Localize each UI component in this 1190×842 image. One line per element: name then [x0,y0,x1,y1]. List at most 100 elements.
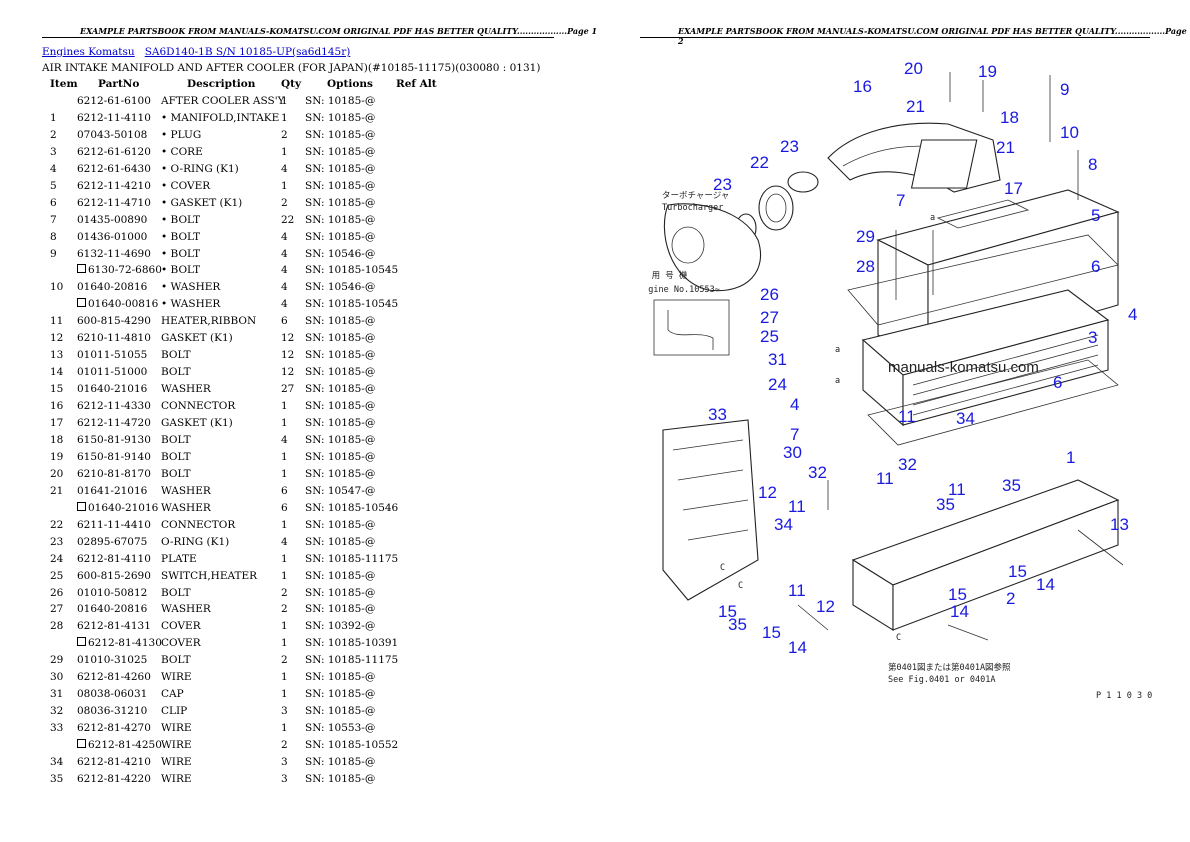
options-cell: SN: 10185-@ [305,332,375,344]
options-cell-text: SN: 10547-@ [305,484,376,497]
partno-cell-text: 01010-50812 [77,586,148,599]
item-cell: 3 [50,146,57,158]
partno-cell-text: 6150-81-9130 [77,433,151,446]
qty-cell: 1 [281,112,288,124]
item-cell-text: 29 [50,654,64,667]
partno-cell-text: 6130-72-6860 [88,264,162,277]
options-cell-text: SN: 10185-@ [305,450,376,463]
diagram-watermark: manuals-komatsu.com [888,359,1039,376]
options-cell: SN: 10185-@ [305,315,375,327]
qty-cell: 2 [281,739,288,751]
breadcrumb-link-engines[interactable]: Engines Komatsu [42,46,135,58]
item-cell: 1 [50,112,57,124]
description-cell-text: SWITCH,HEATER [161,569,258,582]
qty-cell: 12 [281,366,294,378]
partno-cell: 01011-51055 [77,349,147,361]
description-cell: BOLT [161,587,191,599]
options-cell: SN: 10185-10391 [305,637,398,649]
options-cell-text: SN: 10546-@ [305,281,376,294]
partno-cell-text: 6212-81-4250 [88,739,162,752]
options-cell-text: SN: 10185-@ [305,179,376,192]
qty-cell-text: 4 [281,230,288,243]
item-cell: 29 [50,654,63,666]
qty-cell: 4 [281,298,288,310]
options-cell: SN: 10185-@ [305,688,375,700]
options-cell-text: SN: 10185-10546 [305,501,399,514]
options-cell: SN: 10185-@ [305,434,375,446]
qty-cell-text: 2 [281,196,288,209]
qty-cell-text: 3 [281,772,288,785]
item-cell: 2 [50,129,57,141]
partno-cell-text: 6212-81-4270 [77,722,151,735]
partno-cell: 01010-50812 [77,587,147,599]
item-cell: 8 [50,231,57,243]
col-header-options: Options [327,78,373,90]
item-cell-text: 32 [50,705,64,718]
options-cell-text: SN: 10185-@ [305,603,376,616]
partno-cell: 01640-20816 [77,603,147,615]
qty-cell-text: 1 [281,637,288,650]
description-cell: • BOLT [161,248,200,260]
description-cell: WASHER [161,502,211,514]
partno-cell-text: 01640-20816 [77,281,148,294]
partno-cell: 08036-31210 [77,705,147,717]
qty-cell: 1 [281,95,288,107]
options-cell: SN: 10185-@ [305,214,375,226]
partno-cell: 01640-20816 [77,281,147,293]
options-cell: SN: 10185-@ [305,417,375,429]
options-cell: SN: 10185-@ [305,197,375,209]
description-cell-text: BOLT [161,586,191,599]
options-cell-text: SN: 10185-@ [305,196,376,209]
callout-label: 4 [1128,305,1137,324]
options-cell-text: SN: 10185-@ [305,535,376,548]
callout-label: 31 [768,350,787,369]
description-cell-text: COVER [161,620,201,633]
qty-cell: 1 [281,722,288,734]
partno-cell-text: 01010-31025 [77,654,148,667]
options-cell-text: SN: 10185-10391 [305,637,399,650]
options-cell: SN: 10185-@ [305,400,375,412]
qty-cell: 12 [281,332,294,344]
callout-label: 9 [1060,80,1069,99]
qty-cell: 6 [281,315,288,327]
alt-part-checkbox-icon [77,637,86,647]
callout-label: 6 [1091,257,1100,276]
partno-cell-text: 6212-11-4330 [77,400,151,413]
description-cell: GASKET (K1) [161,332,233,344]
description-cell-text: WASHER [161,603,211,616]
partno-cell: 6212-81-4250 [77,739,162,751]
options-cell-text: SN: 10185-@ [305,518,376,531]
partno-cell: 6212-81-4260 [77,671,151,683]
breadcrumb-link-model[interactable]: SA6D140-1B S/N 10185-UP(sa6d145r) [144,46,351,58]
options-cell: SN: 10553-@ [305,722,375,734]
turbo-label-jp: ターボチャージャ [662,191,729,201]
item-cell-text: 3 [50,145,57,158]
description-cell-text: WASHER [161,501,211,514]
description-cell-text: WIRE [161,739,192,752]
description-cell-text: BOLT [161,433,191,446]
qty-cell: 2 [281,129,288,141]
partno-cell-text: 6212-61-6430 [77,162,151,175]
item-cell-text: 26 [50,586,64,599]
partno-cell-text: 6212-11-4720 [77,417,151,429]
options-cell: SN: 10185-@ [305,383,375,395]
description-cell-text: BOLT [161,366,191,379]
partno-cell: 6150-81-9140 [77,451,151,463]
partno-cell: 6212-11-4110 [77,112,151,124]
description-cell-text: WIRE [161,756,192,768]
qty-cell-text: 1 [281,467,288,480]
qty-cell: 2 [281,603,288,615]
description-cell: COVER [161,620,201,632]
item-cell: 25 [50,570,63,582]
callout-label: 12 [758,483,777,502]
item-cell-text: 20 [50,467,64,480]
partno-cell-text: 01435-00890 [77,213,148,226]
item-cell-text: 12 [50,332,64,345]
options-cell-text: SN: 10546-@ [305,247,376,260]
description-cell-text: CONNECTOR [161,400,236,413]
callout-label: 25 [760,327,779,346]
description-cell-text: • BOLT [161,213,201,226]
qty-cell: 4 [281,536,288,548]
qty-cell-text: 12 [281,332,295,345]
col-header-description: Description [187,78,256,90]
